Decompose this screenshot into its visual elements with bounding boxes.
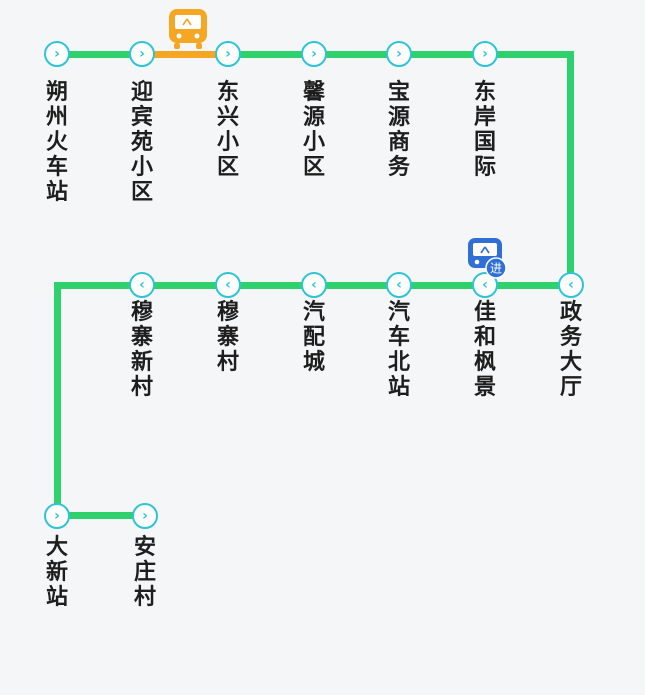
stop-label: 东岸国际 xyxy=(473,80,496,180)
route-segment xyxy=(567,51,574,287)
right-arrow-icon: › xyxy=(396,46,402,62)
stop-marker[interactable]: › xyxy=(472,41,498,67)
stop-marker[interactable]: ‹ xyxy=(386,272,412,298)
right-arrow-icon: › xyxy=(482,46,488,62)
right-arrow-icon: › xyxy=(54,46,60,62)
bus-arriving-icon[interactable]: 进 xyxy=(465,236,509,280)
stop-circle xyxy=(472,41,498,67)
right-arrow-icon: › xyxy=(142,508,148,524)
stop-marker[interactable]: › xyxy=(132,503,158,529)
stop-label: 穆寨新村 xyxy=(130,300,153,400)
right-arrow-icon: › xyxy=(225,46,231,62)
stop-label: 汽车北站 xyxy=(387,300,410,400)
stop-label: 穆寨村 xyxy=(216,300,239,375)
stop-label: 大新站 xyxy=(45,535,68,610)
stop-circle xyxy=(386,41,412,67)
stop-label: 政务大厅 xyxy=(559,300,582,400)
stop-label: 汽配城 xyxy=(302,300,325,375)
left-arrow-icon: ‹ xyxy=(139,277,145,293)
stop-label: 安庄村 xyxy=(133,535,156,610)
left-arrow-icon: ‹ xyxy=(225,277,231,293)
bus-icon[interactable] xyxy=(166,7,210,51)
right-arrow-icon: › xyxy=(139,46,145,62)
stop-circle xyxy=(129,41,155,67)
stop-marker[interactable]: ‹ xyxy=(129,272,155,298)
bus-arriving-badge: 进 xyxy=(490,262,502,276)
stop-marker[interactable]: › xyxy=(129,41,155,67)
route-segment xyxy=(54,512,146,519)
stop-circle xyxy=(44,41,70,67)
stop-label: 佳和枫景 xyxy=(473,300,496,400)
stop-circle xyxy=(44,503,70,529)
stop-circle xyxy=(558,272,584,298)
stop-circle xyxy=(386,272,412,298)
stop-marker[interactable]: › xyxy=(301,41,327,67)
stop-label: 东兴小区 xyxy=(216,80,239,180)
route-segment-active xyxy=(142,51,228,58)
stop-label: 宝源商务 xyxy=(387,80,410,180)
stop-circle xyxy=(129,272,155,298)
stop-marker[interactable]: › xyxy=(215,41,241,67)
stop-label: 朔州火车站 xyxy=(45,80,68,205)
stop-marker[interactable]: › xyxy=(44,41,70,67)
left-arrow-icon: ‹ xyxy=(482,277,488,293)
stop-marker[interactable]: ‹ xyxy=(558,272,584,298)
stop-label: 迎宾苑小区 xyxy=(130,80,153,205)
left-arrow-icon: ‹ xyxy=(568,277,574,293)
route-segment xyxy=(54,282,61,518)
stop-marker[interactable]: ‹ xyxy=(301,272,327,298)
left-arrow-icon: ‹ xyxy=(311,277,317,293)
stop-marker[interactable]: › xyxy=(44,503,70,529)
stop-label: 馨源小区 xyxy=(302,80,325,180)
stop-circle xyxy=(301,41,327,67)
right-arrow-icon: › xyxy=(311,46,317,62)
stop-circle xyxy=(215,41,241,67)
right-arrow-icon: › xyxy=(54,508,60,524)
stop-marker[interactable]: ‹ xyxy=(215,272,241,298)
stop-marker[interactable]: › xyxy=(386,41,412,67)
stop-circle xyxy=(301,272,327,298)
stop-circle xyxy=(215,272,241,298)
left-arrow-icon: ‹ xyxy=(396,277,402,293)
stop-circle xyxy=(132,503,158,529)
